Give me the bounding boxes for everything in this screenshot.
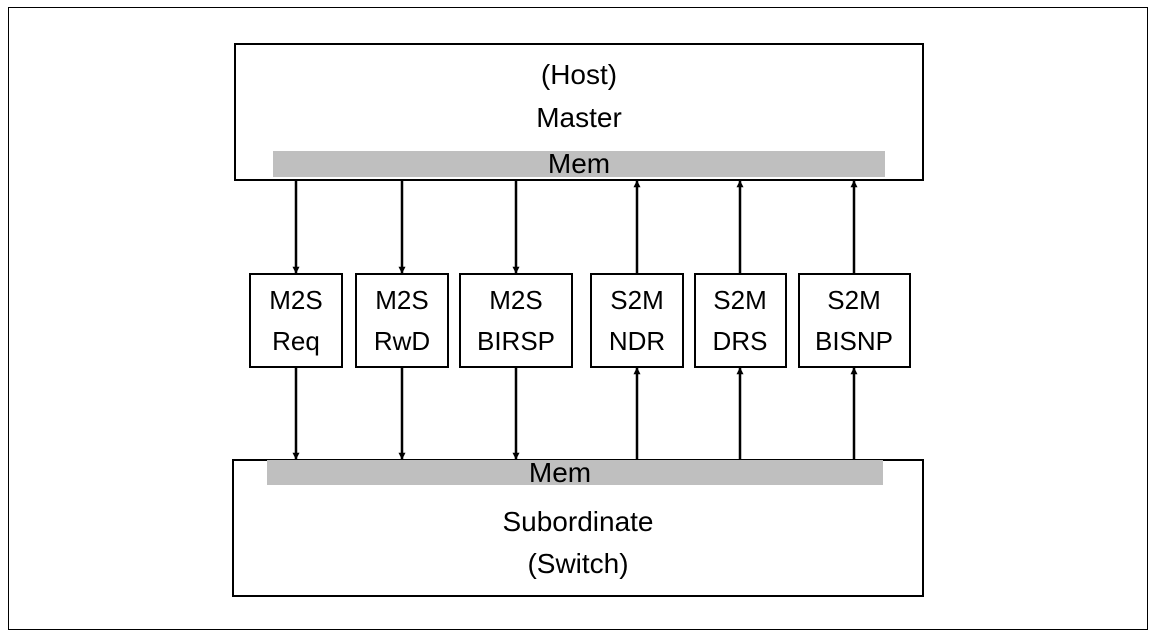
channel-type-label: M2S bbox=[375, 285, 428, 315]
subordinate-mem-label: Mem bbox=[529, 457, 591, 488]
master-title-line2: Master bbox=[536, 102, 622, 133]
channel-4: S2M DRS bbox=[694, 180, 787, 460]
channel-name-label: Req bbox=[272, 326, 320, 356]
channel-3: S2M NDR bbox=[590, 180, 684, 460]
channel-box bbox=[355, 273, 449, 368]
subordinate-title-line1: Subordinate bbox=[502, 506, 653, 537]
channel-group: M2S Req M2S RwD M2S BIRSP S2M NDR S2M DRS S2M BISNP bbox=[249, 180, 911, 460]
channel-name-label: RwD bbox=[374, 326, 430, 356]
master-mem-bus: Mem bbox=[273, 148, 885, 179]
master-mem-label: Mem bbox=[548, 148, 610, 179]
channel-type-label: S2M bbox=[610, 285, 663, 315]
channel-5: S2M BISNP bbox=[798, 180, 911, 460]
subordinate-mem-bar bbox=[267, 460, 883, 485]
channel-type-label: S2M bbox=[713, 285, 766, 315]
master-mem-bar bbox=[273, 151, 885, 177]
channel-2: M2S BIRSP bbox=[459, 180, 573, 460]
channel-type-label: S2M bbox=[827, 285, 880, 315]
channel-box bbox=[694, 273, 787, 368]
channel-type-label: M2S bbox=[489, 285, 542, 315]
channel-type-label: M2S bbox=[269, 285, 322, 315]
channel-box bbox=[798, 273, 911, 368]
channel-box bbox=[590, 273, 684, 368]
channel-name-label: BIRSP bbox=[477, 326, 555, 356]
channel-0: M2S Req bbox=[249, 180, 343, 460]
channel-name-label: DRS bbox=[713, 326, 768, 356]
channel-name-label: NDR bbox=[609, 326, 665, 356]
channel-box bbox=[249, 273, 343, 368]
channel-name-label: BISNP bbox=[815, 326, 893, 356]
master-title-line1: (Host) bbox=[541, 59, 617, 90]
diagram-frame bbox=[8, 7, 1148, 630]
subordinate-mem-bus: Mem bbox=[267, 457, 883, 488]
subordinate-title-line2: (Switch) bbox=[527, 548, 628, 579]
channel-1: M2S RwD bbox=[355, 180, 449, 460]
